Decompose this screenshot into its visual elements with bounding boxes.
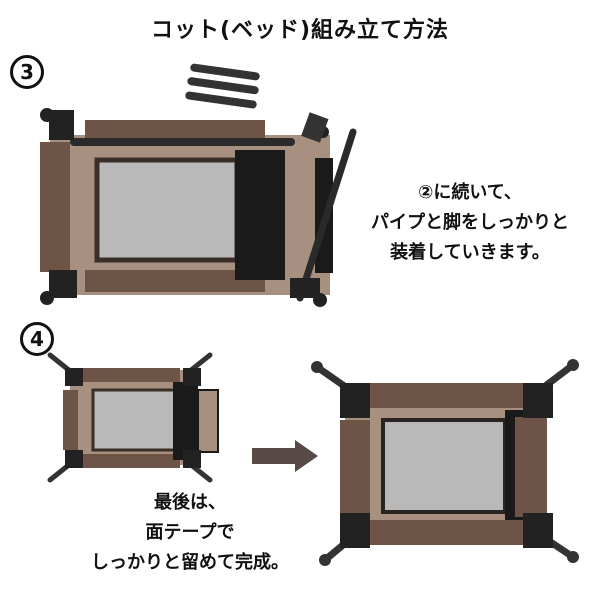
loose-pipes-icon [185,63,260,109]
step-4-badge: 4 [20,322,54,356]
step-4-cot-photo-before [47,352,219,483]
step-3-caption: ②に続いて、 パイプと脚をしっかりと 装着していきます。 [350,178,590,268]
step-3-caption-line-1: ②に続いて、 [418,182,522,203]
step-3-cot-photo [40,63,357,307]
step-4-caption-line-3: しっかりと留めて完成。 [91,552,289,573]
step-4-caption-line-1: 最後は、 [154,492,226,513]
step-3-badge: 3 [10,55,44,89]
step-4-caption-line-2: 面テープで [145,522,235,543]
step-3-caption-line-2: パイプと脚をしっかりと [371,212,569,233]
step-4-caption: 最後は、 面テープで しっかりと留めて完成。 [60,488,320,578]
right-arrow-icon [252,440,318,472]
step-4-cot-photo-after [311,359,579,566]
step-3-caption-line-3: 装着していきます。 [390,242,550,263]
page-title: コット(ベッド)組み立て方法 [150,18,450,43]
